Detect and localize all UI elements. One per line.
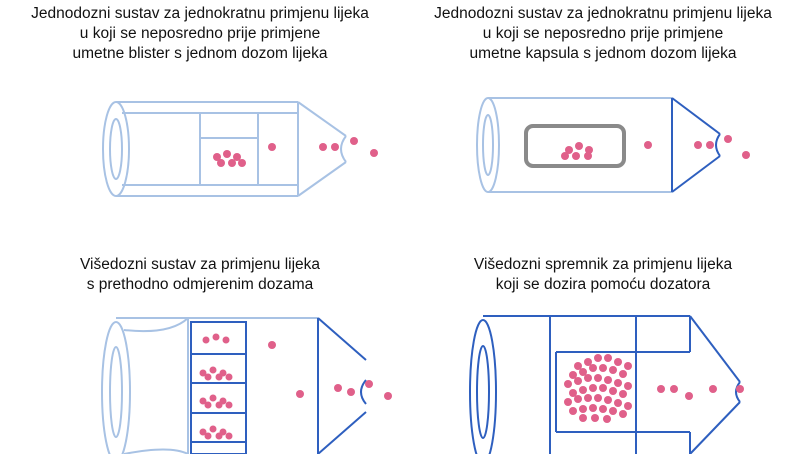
caption-line: s prethodno odmjerenim dozama bbox=[86, 276, 314, 293]
mouthpiece-inner bbox=[482, 114, 494, 176]
caption-single-dose-blister: Jednodozni sustav za jednokratnu primjen… bbox=[0, 4, 400, 64]
dose-particles bbox=[561, 135, 750, 160]
caption-line: umetne kapsula s jednom dozom lijeka bbox=[469, 45, 737, 62]
caption-multi-dose-premetered: Višedozni sustav za primjenu lijeka s pr… bbox=[0, 255, 400, 295]
caption-line: Jednodozni sustav za jednokratnu primjen… bbox=[31, 5, 369, 22]
mouthpiece-rim bbox=[469, 319, 497, 454]
caption-line: Jednodozni sustav za jednokratnu primjen… bbox=[434, 5, 772, 22]
caption-single-dose-capsule: Jednodozni sustav za jednokratnu primjen… bbox=[400, 4, 806, 64]
caption-line: Višedozni spremnik za primjenu lijeka bbox=[473, 256, 733, 273]
mouthpiece-inner bbox=[476, 345, 490, 439]
dose-particles bbox=[199, 333, 392, 440]
caption-multi-dose-reservoir: Višedozni spremnik za primjenu lijeka ko… bbox=[400, 255, 806, 295]
caption-line: u koji se neposredno prije primjene bbox=[482, 25, 724, 42]
caption-line: koji se dozira pomoću dozatora bbox=[495, 276, 711, 293]
caption-line: umetne blister s jednom dozom lijeka bbox=[72, 45, 328, 62]
dose-strip bbox=[190, 317, 367, 454]
dose-reservoir-particles bbox=[564, 354, 632, 423]
mouthpiece-rim bbox=[101, 321, 131, 454]
caption-line: Višedozni sustav za primjenu lijeka bbox=[79, 256, 321, 273]
mouthpiece-inner bbox=[109, 118, 123, 180]
dose-particles bbox=[657, 385, 744, 400]
mouthpiece-inner bbox=[109, 346, 123, 438]
caption-line: u koji se neposredno prije primjene bbox=[79, 25, 321, 42]
dose-particles bbox=[213, 137, 378, 167]
capsule bbox=[524, 124, 626, 168]
